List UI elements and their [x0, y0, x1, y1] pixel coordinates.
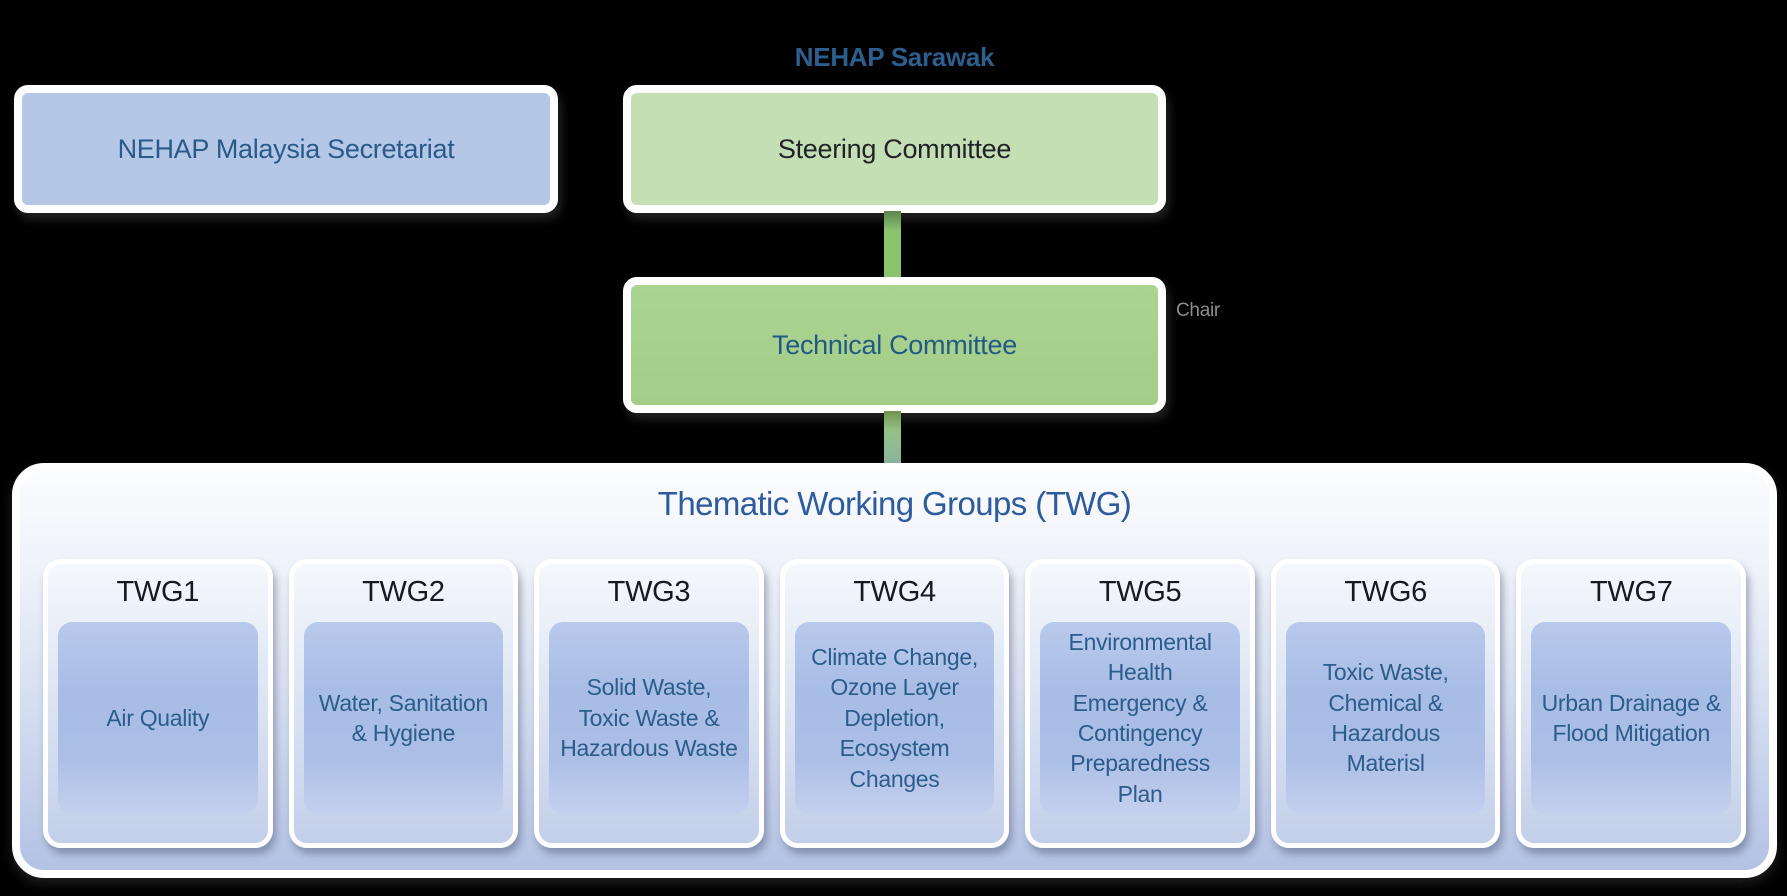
secretariat-label: NEHAP Malaysia Secretariat: [117, 133, 455, 164]
technical-committee-label: Technical Committee: [772, 329, 1017, 360]
twg5-topic: Environmental Health Emergency & Conting…: [1040, 622, 1240, 814]
diagram-title: NEHAP Sarawak: [794, 42, 995, 72]
twg-card-3: TWG3 Solid Waste, Toxic Waste & Hazardou…: [534, 559, 764, 848]
steering-committee-label: Steering Committee: [777, 133, 1012, 164]
twg-section-title: Thematic Working Groups (TWG): [657, 485, 1132, 522]
twg-card-6: TWG6 Toxic Waste, Chemical & Hazardous M…: [1270, 559, 1501, 848]
twg-card-5: TWG5 Environmental Health Emergency & Co…: [1025, 559, 1255, 848]
steering-committee-box: Steering Committee: [623, 85, 1166, 213]
twg7-code: TWG7: [1589, 575, 1673, 608]
twg7-topic: Urban Drainage & Flood Mitigation: [1531, 622, 1732, 814]
secretariat-box: NEHAP Malaysia Secretariat: [14, 85, 558, 213]
connector-steering-to-technical: [884, 211, 901, 279]
twg-card-1: TWG1 Air Quality: [43, 559, 273, 848]
twg-container: Thematic Working Groups (TWG) TWG1 Air Q…: [12, 463, 1777, 878]
twg-card-row: TWG1 Air Quality TWG2 Water, Sanitation …: [43, 559, 1747, 848]
twg1-topic: Air Quality: [58, 622, 258, 814]
twg4-topic: Climate Change, Ozone Layer Depletion, E…: [794, 622, 995, 814]
twg2-topic: Water, Sanitation & Hygiene: [303, 622, 504, 814]
technical-committee-box: Technical Committee: [623, 277, 1166, 413]
twg2-code: TWG2: [362, 575, 445, 608]
twg6-topic: Toxic Waste, Chemical & Hazardous Materi…: [1285, 622, 1486, 814]
twg5-code: TWG5: [1098, 575, 1182, 608]
chair-label: Chair: [1176, 300, 1220, 321]
connector-technical-to-twg: [884, 411, 901, 465]
twg3-code: TWG3: [607, 575, 691, 608]
twg3-topic: Solid Waste, Toxic Waste & Hazardous Was…: [549, 622, 749, 814]
twg-card-4: TWG4 Climate Change, Ozone Layer Depleti…: [779, 559, 1010, 848]
twg-card-7: TWG7 Urban Drainage & Flood Mitigation: [1516, 559, 1747, 848]
twg4-code: TWG4: [853, 575, 936, 608]
twg1-code: TWG1: [116, 575, 200, 608]
twg6-code: TWG6: [1344, 575, 1427, 608]
twg-card-2: TWG2 Water, Sanitation & Hygiene: [288, 559, 519, 848]
